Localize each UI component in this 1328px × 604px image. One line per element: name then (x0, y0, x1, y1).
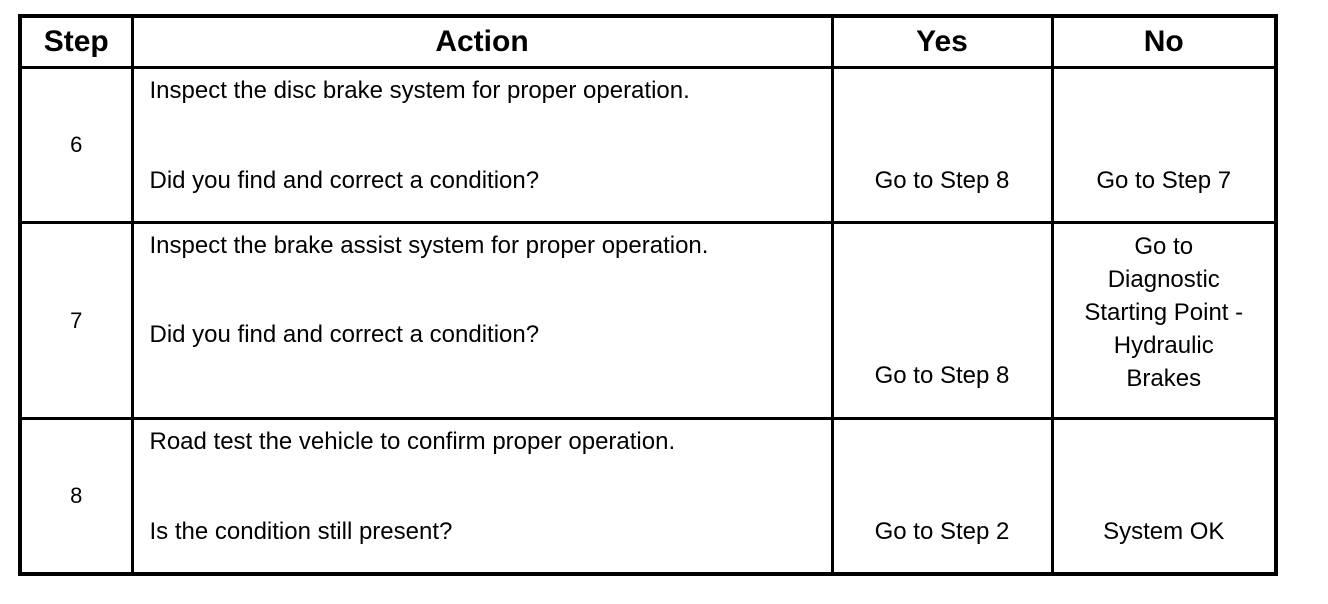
step-number: 6 (18, 66, 134, 224)
yes-result: Go to Step 8 (874, 167, 1010, 194)
action-instruction: Inspect the brake assist system for prop… (149, 232, 709, 259)
yes-cell: Go to Step 8 (830, 221, 1054, 420)
action-cell: Inspect the brake assist system for prop… (130, 221, 834, 420)
table-row: 8 Road test the vehicle to confirm prope… (18, 417, 1278, 576)
header-row: Step Action Yes No (18, 14, 1278, 69)
no-result: Go to Diagnostic Starting Point - Hydrau… (1084, 233, 1244, 392)
no-cell: Go to Step 7 (1050, 66, 1278, 224)
action-question: Is the condition still present? (149, 518, 453, 545)
no-cell: Go to Diagnostic Starting Point - Hydrau… (1050, 221, 1278, 420)
table-row: 7 Inspect the brake assist system for pr… (18, 221, 1278, 420)
no-result: System OK (1103, 518, 1225, 545)
yes-cell: Go to Step 2 (830, 417, 1054, 576)
step-number: 8 (18, 417, 134, 576)
header-no: No (1050, 14, 1278, 69)
diagnostic-table-container: Step Action Yes No 6 Inspect the disc br… (18, 14, 1278, 576)
action-instruction: Inspect the disc brake system for proper… (149, 77, 690, 104)
action-question: Did you find and correct a condition? (149, 321, 540, 348)
step-number: 7 (18, 221, 134, 420)
action-cell: Road test the vehicle to confirm proper … (130, 417, 834, 576)
table-row: 6 Inspect the disc brake system for prop… (18, 66, 1278, 224)
yes-cell: Go to Step 8 (830, 66, 1054, 224)
no-result: Go to Step 7 (1096, 167, 1232, 194)
action-instruction: Road test the vehicle to confirm proper … (149, 428, 676, 455)
no-cell: System OK (1050, 417, 1278, 576)
header-step: Step (18, 14, 134, 69)
yes-result: Go to Step 8 (874, 362, 1010, 389)
action-cell: Inspect the disc brake system for proper… (130, 66, 834, 224)
diagnostic-table: Step Action Yes No 6 Inspect the disc br… (18, 14, 1278, 576)
action-question: Did you find and correct a condition? (149, 167, 540, 194)
header-action: Action (130, 14, 834, 69)
header-yes: Yes (830, 14, 1054, 69)
yes-result: Go to Step 2 (874, 518, 1010, 545)
